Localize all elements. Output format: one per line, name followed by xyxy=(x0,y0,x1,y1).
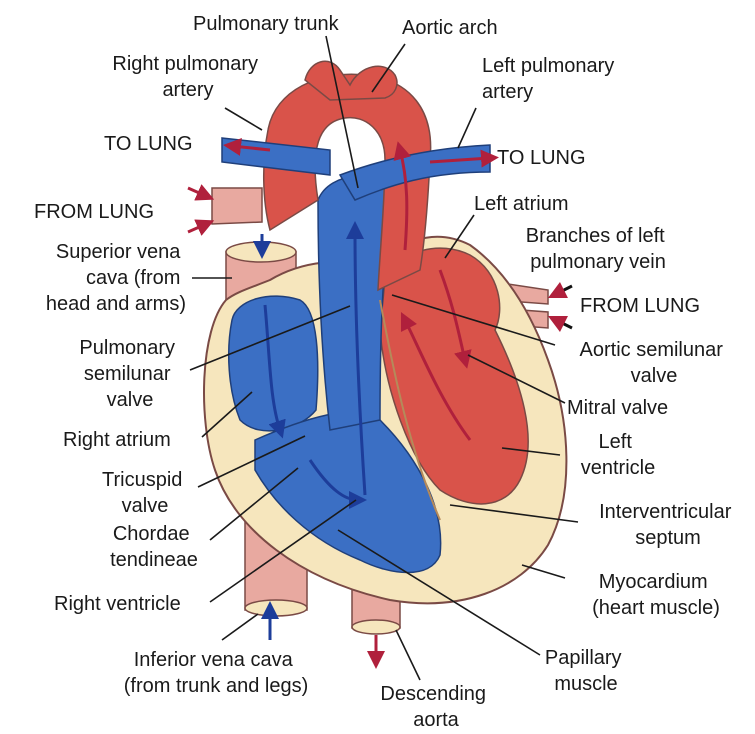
label-from-lung-right: FROM LUNG xyxy=(580,295,700,317)
label-aortic-arch: Aortic arch xyxy=(402,17,498,39)
label-myocardium: Myocardium (heart muscle) xyxy=(592,571,720,619)
label-left-atrium: Left atrium xyxy=(474,193,568,215)
label-branches-left-pulmonary-vein: Branches of left pulmonary vein xyxy=(526,225,671,273)
label-papillary-muscle: Papillary muscle xyxy=(545,647,627,695)
label-descending-aorta: Descending aorta xyxy=(380,683,491,731)
label-chordae-tendineae: Chordae tendineae xyxy=(110,523,198,571)
label-interventricular-septum: Interventricular septum xyxy=(599,501,737,549)
label-aortic-semilunar-valve: Aortic semilunar valve xyxy=(580,339,729,387)
right-atrium-chamber xyxy=(229,296,318,431)
label-to-lung-left: TO LUNG xyxy=(104,133,193,155)
label-from-lung-left: FROM LUNG xyxy=(34,201,154,223)
label-pulmonary-semilunar-valve: Pulmonary semilunar valve xyxy=(79,337,180,411)
right-pulmonary-veins xyxy=(212,188,262,224)
label-pulmonary-trunk: Pulmonary trunk xyxy=(193,13,340,35)
label-tricuspid-valve: Tricuspid valve xyxy=(102,469,188,517)
label-mitral-valve: Mitral valve xyxy=(567,397,668,419)
label-left-pulmonary-artery: Left pulmonary artery xyxy=(482,55,620,103)
label-to-lung-right: TO LUNG xyxy=(497,147,586,169)
label-superior-vena-cava: Superior vena cava (from head and arms) xyxy=(46,241,186,315)
label-right-pulmonary-artery: Right pulmonary artery xyxy=(112,53,263,101)
label-left-ventricle: Left ventricle xyxy=(581,431,655,479)
label-right-ventricle: Right ventricle xyxy=(54,593,181,615)
label-inferior-vena-cava: Inferior vena cava (from trunk and legs) xyxy=(124,649,309,697)
label-right-atrium: Right atrium xyxy=(63,429,171,451)
